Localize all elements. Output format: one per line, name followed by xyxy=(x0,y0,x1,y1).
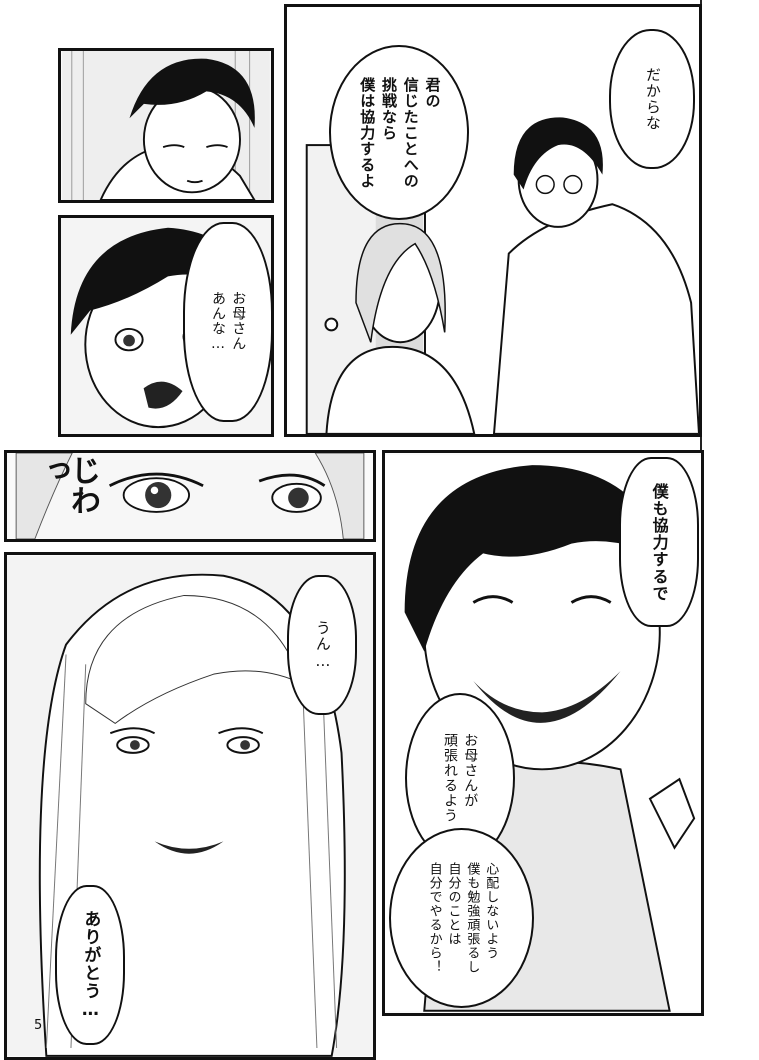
panel-boy-smiling: 僕も協力するで お母さんが 頑張れるよう 心配しないよう 僕も勉強頑張るし 自分… xyxy=(382,450,704,1016)
speech-bubble-boy-bottom: 心配しないよう 僕も勉強頑張るし 自分のことは 自分でやるから！ xyxy=(389,828,534,1008)
speech-text-father: だからな xyxy=(643,67,662,131)
speech-text-boy-top: 僕も協力するで xyxy=(649,482,669,602)
speech-bubble-boy: お母さん あんな… xyxy=(183,222,271,422)
speech-bubble-boy-top: 僕も協力するで xyxy=(619,457,699,627)
speech-bubble-mother-bottom: ありがとう… xyxy=(55,885,125,1045)
speech-bubble-boy-mid: お母さんが 頑張れるよう xyxy=(405,693,515,863)
panel-mother-crying: うん… ありがとう… xyxy=(4,552,376,1060)
teary-eyes-illustration xyxy=(15,453,365,539)
speech-text-boy: お母さん あんな… xyxy=(210,291,247,353)
panel-parents-talking: だからな 君の 信じたことへの 挑戦なら 僕は協力するよ xyxy=(284,4,702,437)
speech-text-mother-top: うん… xyxy=(313,619,332,671)
speech-bubble-main: 君の 信じたことへの 挑戦なら 僕は協力するよ xyxy=(329,45,469,220)
page-number: 5 xyxy=(34,1018,43,1033)
boy-face-illustration xyxy=(62,51,270,200)
speech-text-boy-mid: お母さんが 頑張れるよう xyxy=(442,733,479,823)
panel-eyes-closeup: じわっ xyxy=(4,450,376,542)
panel-boy-looking-down xyxy=(58,48,274,203)
panel-boy-surprised: お母さん あんな… xyxy=(58,215,274,437)
speech-bubble-father: だからな xyxy=(609,29,695,169)
speech-text-boy-bottom: 心配しないよう 僕も勉強頑張るし 自分のことは 自分でやるから！ xyxy=(426,862,499,974)
speech-text-mother-bottom: ありがとう… xyxy=(80,909,101,1021)
sound-effect-text: じわっ xyxy=(35,455,100,515)
speech-bubble-mother-top: うん… xyxy=(287,575,357,715)
speech-text-main: 君の 信じたことへの 挑戦なら 僕は協力するよ xyxy=(358,76,442,189)
